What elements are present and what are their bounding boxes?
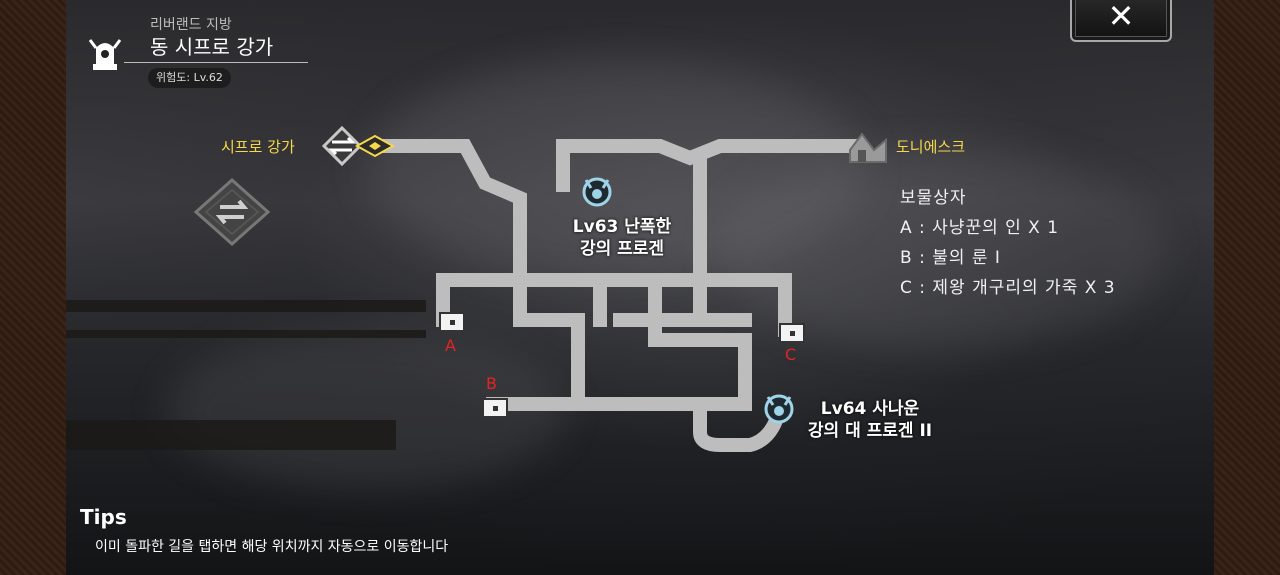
right-frame [1214,0,1280,575]
chest-b-icon[interactable] [482,398,508,418]
teleport-icon[interactable] [193,177,271,247]
boss-2-line1: Lv64 사나운 [820,399,920,419]
east-exit-label[interactable]: 도니에스크 [896,138,966,156]
west-exit-icon[interactable] [321,125,396,167]
danger-label: 위험도: [156,71,191,84]
treasure-title: 보물상자 [900,188,967,208]
boss-1-label: Lv63 난폭한 강의 프로겐 [540,216,704,260]
boss-2-line2: 강의 대 프로겐 II [807,421,933,441]
chest-a-label: A [445,336,456,355]
boss-1-icon[interactable] [582,177,612,207]
chest-a-icon[interactable] [439,312,465,332]
town-icon[interactable] [849,132,887,163]
chest-c-icon[interactable] [779,323,805,343]
danger-badge: 위험도: Lv.62 [148,68,231,88]
boss-1-line1: Lv63 난폭한 [572,217,672,237]
chest-c-label: C [785,345,797,364]
close-button[interactable]: ✕ [1070,0,1172,42]
area-name: 동 시프로 강가 [150,35,274,59]
chest-b-label: B [486,374,497,393]
dungeon-icon [88,39,122,70]
treasure-item-c: C : 제왕 개구리의 가죽 X 3 [900,278,1116,298]
treasure-item-a: A : 사냥꾼의 인 X 1 [900,218,1060,238]
tips-title: Tips [80,505,127,529]
boss-2-icon[interactable] [764,394,794,424]
treasure-item-b: B : 불의 룬 I [900,248,1001,268]
region-name: 리버랜드 지방 [150,17,232,33]
left-frame [0,0,66,575]
tips-text: 이미 돌파한 길을 탭하면 해당 위치까지 자동으로 이동합니다 [95,539,449,555]
header-divider [124,62,308,63]
boss-1-line2: 강의 프로겐 [579,239,665,259]
danger-level: Lv.62 [193,71,223,84]
west-exit-label[interactable]: 시프로 강가 [221,138,295,156]
boss-2-label: Lv64 사나운 강의 대 프로겐 II [782,398,958,442]
treasure-legend: 보물상자 A : 사냥꾼의 인 X 1 B : 불의 룬 I C : 제왕 개구… [900,183,1116,303]
